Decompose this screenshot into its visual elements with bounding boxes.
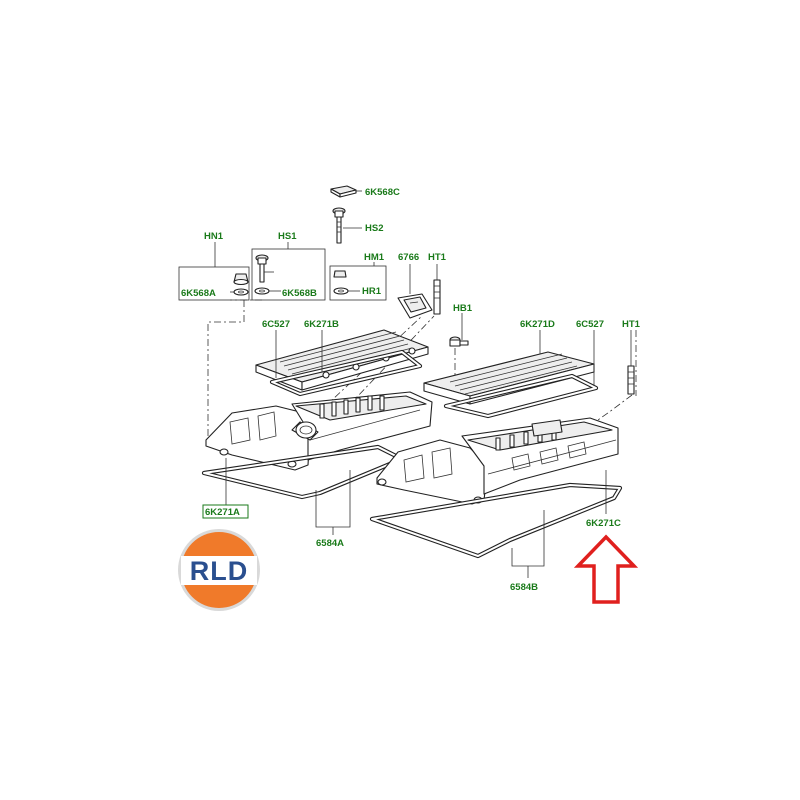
label-hs1: HS1 [278,231,297,242]
stud-ht1-part [433,279,441,315]
label-hn1: HN1 [204,231,224,242]
label-ht1-right: HT1 [622,319,641,330]
bolt-hs2-part [332,207,346,244]
up-arrow-icon [573,534,639,604]
label-6k271a: 6K271A [205,507,240,518]
logo-text: RLD [190,556,249,586]
label-6584b: 6584B [510,582,538,593]
label-6c527-left: 6C527 [262,319,290,330]
nut-hm1-part [333,270,347,278]
stud-ht1-right-part [627,365,635,395]
label-6k271b: 6K271B [304,319,339,330]
washer-6k568b-part [254,287,270,295]
label-6c527-right: 6C527 [576,319,604,330]
label-hs2: HS2 [365,223,383,234]
right-rocker-cover-part [376,417,619,505]
label-hr1: HR1 [362,286,382,297]
clip-part [330,185,357,198]
label-6k271c: 6K271C [586,518,621,529]
washer-6k568a-part [233,288,249,296]
label-6k568c: 6K568C [365,187,400,198]
label-6766: 6766 [398,252,419,263]
bolt-hs1-part [255,254,269,283]
label-hb1: HB1 [453,303,473,314]
rld-logo: RLD [178,529,260,611]
label-6k568a: 6K568A [181,288,216,299]
nut-hn1-part [233,273,249,286]
bolt-hb1-part [449,336,469,347]
label-6k271d: 6K271D [520,319,555,330]
label-ht1-top: HT1 [428,252,447,263]
washer-hr1-part [333,287,349,295]
label-hm1: HM1 [364,252,385,263]
left-rocker-cover-part [205,391,433,471]
label-6k271a-box [202,504,249,519]
label-6584a: 6584A [316,538,344,549]
left-acoustic-cover-part [255,329,429,391]
label-6k568b: 6K568B [282,288,317,299]
oil-filler-cap-part [397,293,433,319]
